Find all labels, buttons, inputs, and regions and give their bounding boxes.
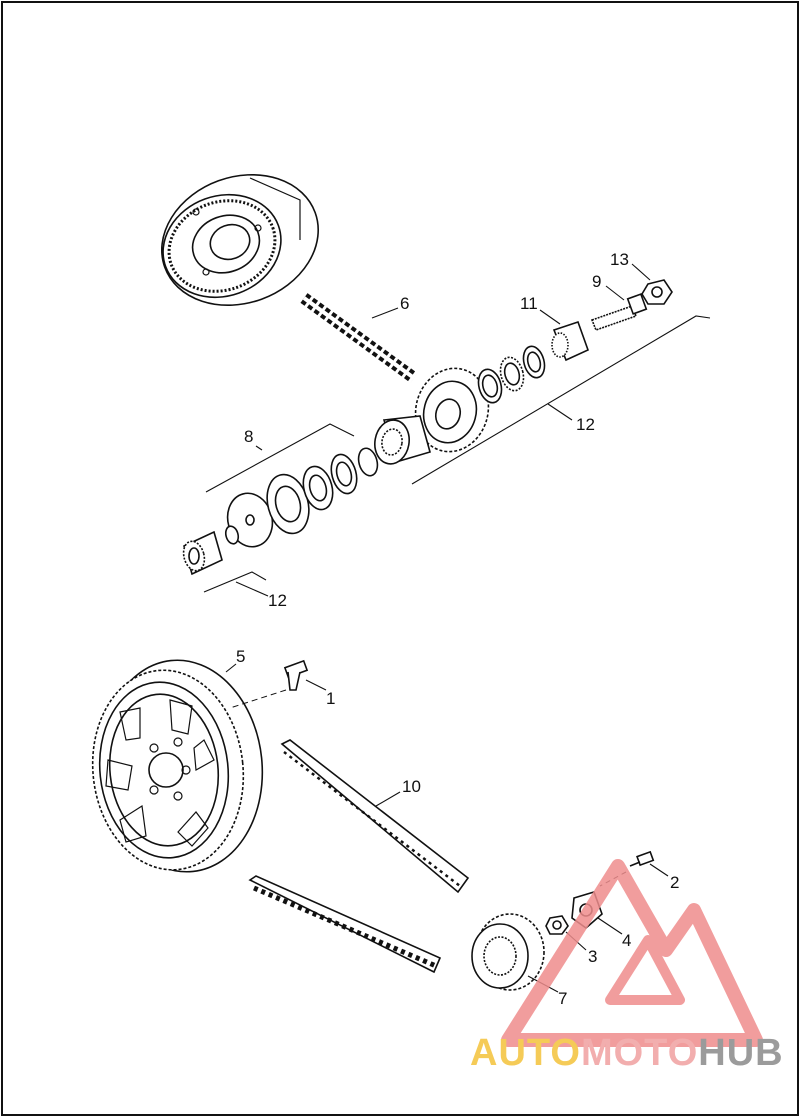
splined-hub (182, 530, 223, 576)
callout-8: 8 (244, 427, 253, 446)
pulley-nut (545, 915, 569, 935)
clutch-basket (160, 173, 320, 307)
lock-screw (629, 850, 655, 867)
callout-11: 11 (520, 294, 538, 313)
callout-6: 6 (400, 294, 409, 313)
callout-7: 7 (558, 989, 567, 1008)
callout-2: 2 (670, 873, 679, 892)
rear-pulley (91, 659, 264, 873)
callout-13: 13 (610, 250, 629, 269)
callout-3: 3 (588, 947, 597, 966)
watermark-moto: MOTO (581, 1032, 698, 1074)
sliding-cam (374, 415, 431, 465)
callout-4: 4 (622, 931, 631, 950)
compensator-sprocket (414, 367, 490, 453)
pulley-bolt (283, 659, 309, 691)
watermark-logo: AUTOMOTOHUB (470, 859, 784, 1074)
callout-5: 5 (236, 647, 245, 666)
callout-12-right: 12 (576, 415, 595, 434)
shaft-extension (551, 320, 590, 362)
callout-9: 9 (592, 272, 601, 291)
callout-10: 10 (402, 777, 421, 796)
callout-12-left: 12 (268, 591, 287, 610)
svg-text:AUTOMOTOHUB: AUTOMOTOHUB (470, 1032, 784, 1074)
primary-chain (300, 293, 418, 383)
compensator-bolt (590, 293, 648, 332)
callout-1: 1 (326, 689, 335, 708)
spring-washers (224, 447, 379, 548)
castle-nut (641, 279, 673, 305)
drive-belt (248, 739, 470, 974)
watermark-auto: AUTO (470, 1032, 581, 1074)
sprocket-spacers (477, 345, 546, 404)
transmission-pulley (471, 913, 545, 991)
watermark-hub: HUB (698, 1032, 783, 1074)
